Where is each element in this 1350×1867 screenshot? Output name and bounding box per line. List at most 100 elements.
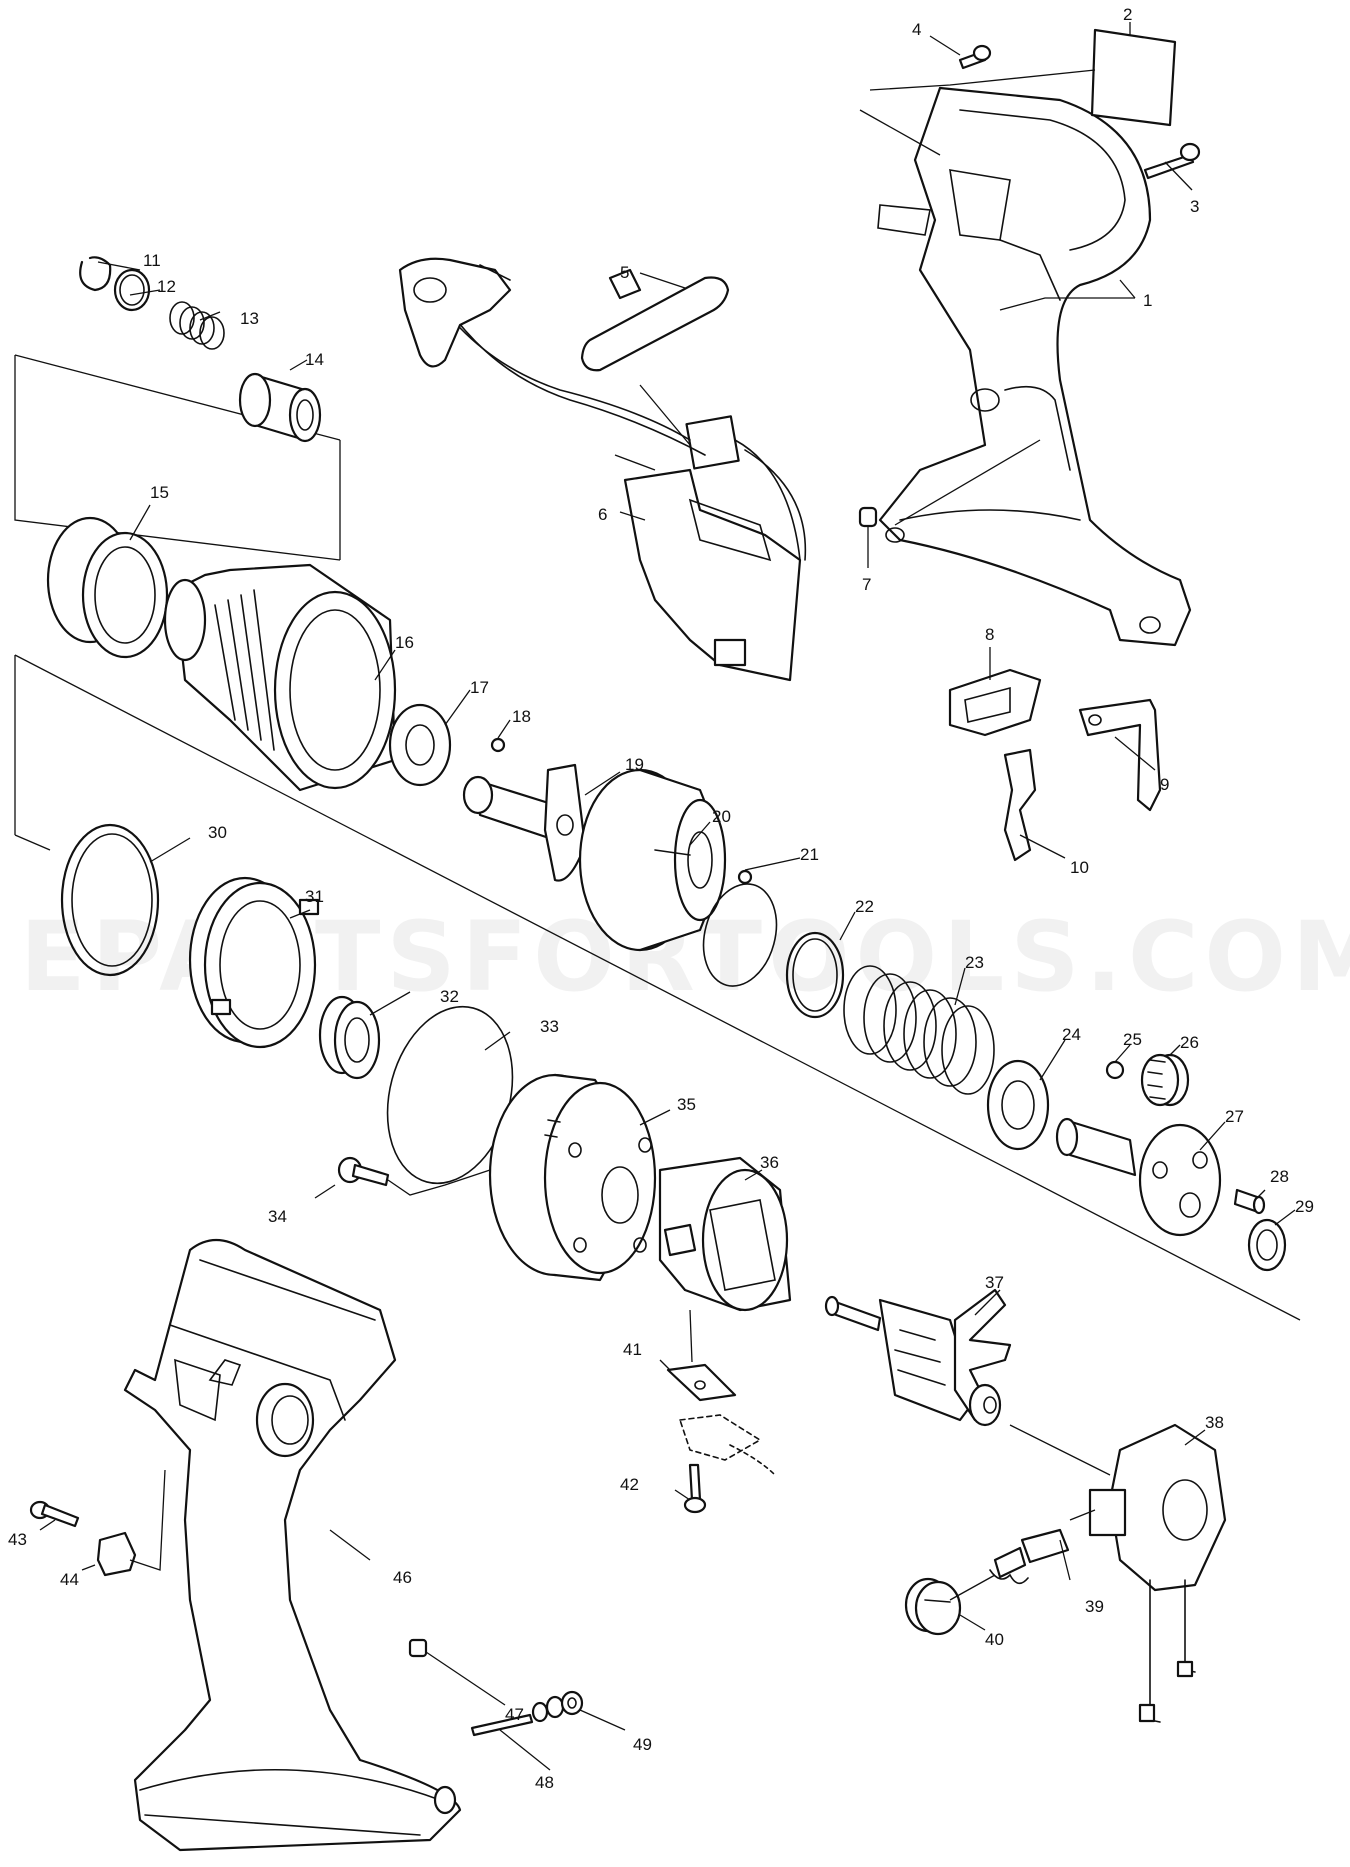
retaining-ring-11 bbox=[79, 256, 112, 292]
screw-34 bbox=[337, 1156, 390, 1187]
button-44 bbox=[96, 1531, 137, 1577]
callout-10: 10 bbox=[1070, 858, 1089, 877]
callout-40: 40 bbox=[985, 1630, 1004, 1649]
callout-35: 35 bbox=[677, 1095, 696, 1114]
shaft-48 bbox=[470, 1713, 534, 1737]
callout-4: 4 bbox=[912, 20, 921, 39]
pin-28 bbox=[1233, 1188, 1266, 1215]
callout-32: 32 bbox=[440, 987, 459, 1006]
planet-gear-26 bbox=[1140, 1053, 1190, 1107]
callout-22: 22 bbox=[855, 897, 874, 916]
callout-7: 7 bbox=[862, 575, 871, 594]
callout-25: 25 bbox=[1123, 1030, 1142, 1049]
callout-36: 36 bbox=[760, 1153, 779, 1172]
battery-terminal bbox=[398, 257, 512, 368]
sleeve-14 bbox=[238, 372, 322, 443]
hammer-case-16 bbox=[163, 563, 397, 792]
callout-18: 18 bbox=[512, 707, 531, 726]
gear-housing-35 bbox=[488, 1073, 657, 1282]
group-frame-lines bbox=[14, 354, 1301, 1321]
screw-3 bbox=[1143, 142, 1201, 180]
callout-21: 21 bbox=[800, 845, 819, 864]
brush-cap-40 bbox=[904, 1577, 962, 1636]
callout-30: 30 bbox=[208, 823, 227, 842]
callout-48: 48 bbox=[535, 1773, 554, 1792]
screw-42 bbox=[683, 1463, 707, 1514]
callout-5: 5 bbox=[620, 263, 629, 282]
callout-2: 2 bbox=[1123, 5, 1132, 24]
carbon-brush-39 bbox=[989, 1528, 1070, 1585]
callout-34: 34 bbox=[268, 1207, 287, 1226]
callout-24: 24 bbox=[1062, 1025, 1081, 1044]
callout-14: 14 bbox=[305, 350, 324, 369]
callout-15: 15 bbox=[150, 483, 169, 502]
pin-7 bbox=[858, 506, 878, 528]
terminal-plate-9 bbox=[1078, 698, 1162, 812]
washer-17 bbox=[388, 703, 452, 787]
internal-gear-31 bbox=[188, 876, 320, 1049]
brush-holder-38 bbox=[1088, 1423, 1227, 1723]
callout-19: 19 bbox=[625, 755, 644, 774]
compression-spring-23 bbox=[843, 965, 995, 1095]
housing-right-half bbox=[877, 86, 1192, 647]
callout-38: 38 bbox=[1205, 1413, 1224, 1432]
bumper-cap-15 bbox=[46, 516, 169, 659]
callout-44: 44 bbox=[60, 1570, 79, 1589]
callout-23: 23 bbox=[965, 953, 984, 972]
callout-42: 42 bbox=[620, 1475, 639, 1494]
callout-1: 1 bbox=[1143, 291, 1152, 310]
callout-labels: 1 2 3 4 5 6 7 8 9 10 11 12 13 14 15 16 1… bbox=[8, 5, 1314, 1792]
callout-33: 33 bbox=[540, 1017, 559, 1036]
plate-41 bbox=[666, 1363, 776, 1476]
callout-29: 29 bbox=[1295, 1197, 1314, 1216]
callout-26: 26 bbox=[1180, 1033, 1199, 1052]
housing-left-half bbox=[123, 1238, 462, 1852]
screw-43 bbox=[29, 1500, 80, 1528]
hammer-20 bbox=[578, 768, 727, 952]
callout-41: 41 bbox=[623, 1340, 642, 1359]
pin-47 bbox=[408, 1638, 428, 1658]
callout-6: 6 bbox=[598, 505, 607, 524]
ring-30 bbox=[60, 823, 160, 977]
callout-3: 3 bbox=[1190, 197, 1199, 216]
callout-31: 31 bbox=[305, 887, 324, 906]
anvil-19 bbox=[462, 763, 587, 882]
ball-25 bbox=[1105, 1060, 1125, 1080]
armature-37 bbox=[824, 1288, 1012, 1427]
washer-29 bbox=[1247, 1218, 1287, 1272]
washer-nut-set-49 bbox=[531, 1690, 584, 1723]
callout-28: 28 bbox=[1270, 1167, 1289, 1186]
callout-27: 27 bbox=[1225, 1107, 1244, 1126]
ball-18 bbox=[490, 737, 506, 753]
ring-22 bbox=[785, 931, 845, 1019]
callout-47: 47 bbox=[505, 1705, 524, 1724]
callout-8: 8 bbox=[985, 625, 994, 644]
callout-46: 46 bbox=[393, 1568, 412, 1587]
ball-21 bbox=[702, 869, 778, 987]
magnet-housing-36 bbox=[658, 1156, 792, 1312]
callout-37: 37 bbox=[985, 1273, 1004, 1292]
ring-12 bbox=[113, 268, 151, 312]
spring-13 bbox=[169, 301, 225, 350]
ball-bearing-32 bbox=[318, 995, 381, 1080]
callout-20: 20 bbox=[712, 807, 731, 826]
callout-43: 43 bbox=[8, 1530, 27, 1549]
terminal-holder-8 bbox=[948, 668, 1042, 737]
spindle-27 bbox=[1055, 1117, 1222, 1237]
callout-13: 13 bbox=[240, 309, 259, 328]
callout-39: 39 bbox=[1085, 1597, 1104, 1616]
callout-16: 16 bbox=[395, 633, 414, 652]
switch-unit bbox=[419, 274, 807, 682]
screw-4 bbox=[958, 44, 992, 70]
terminal-clip-10 bbox=[1003, 748, 1037, 862]
name-plate bbox=[1090, 28, 1177, 127]
callout-11: 11 bbox=[143, 251, 161, 270]
leader-lines bbox=[39, 22, 1296, 1771]
callout-9: 9 bbox=[1160, 775, 1169, 794]
callout-49: 49 bbox=[633, 1735, 652, 1754]
callout-17: 17 bbox=[470, 678, 489, 697]
washer-24 bbox=[986, 1059, 1050, 1151]
switch-lever bbox=[580, 268, 730, 372]
callout-12: 12 bbox=[157, 277, 176, 296]
